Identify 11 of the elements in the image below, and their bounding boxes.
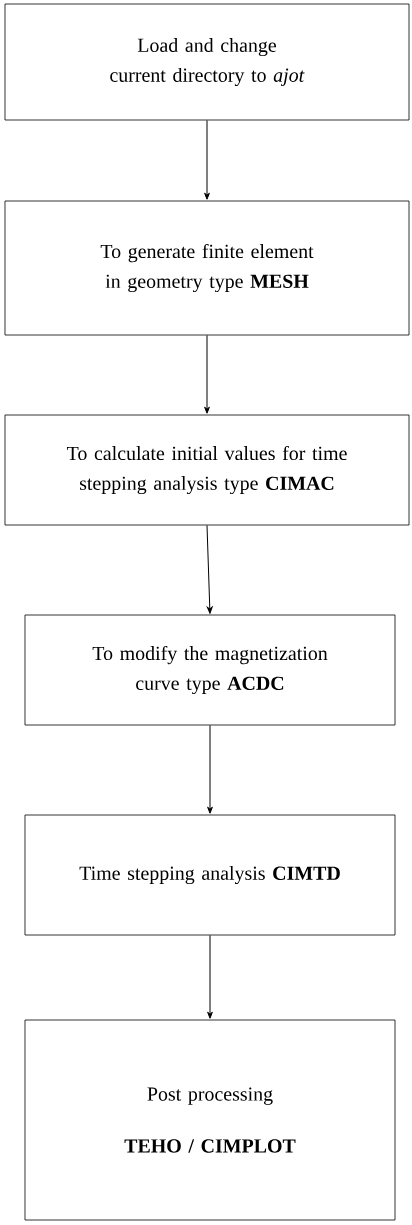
process-box: Time stepping analysis CIMTD [24,814,396,936]
arrow [207,724,213,814]
process-box: To generate finite element in geometry type MESH [4,200,410,336]
arrow [204,119,210,200]
arrow [206,524,213,614]
process-box: To modify the magnetization curve type ACDC [24,614,396,726]
process-box: Post processing TEHO / CIMPLOT [24,1019,396,1221]
process-box: To calculate initial values for time stepping analysis type CIMAC [4,414,410,526]
process-box: Load and change current directory to ajot [4,3,410,121]
arrow [207,934,213,1019]
arrow [204,334,210,414]
